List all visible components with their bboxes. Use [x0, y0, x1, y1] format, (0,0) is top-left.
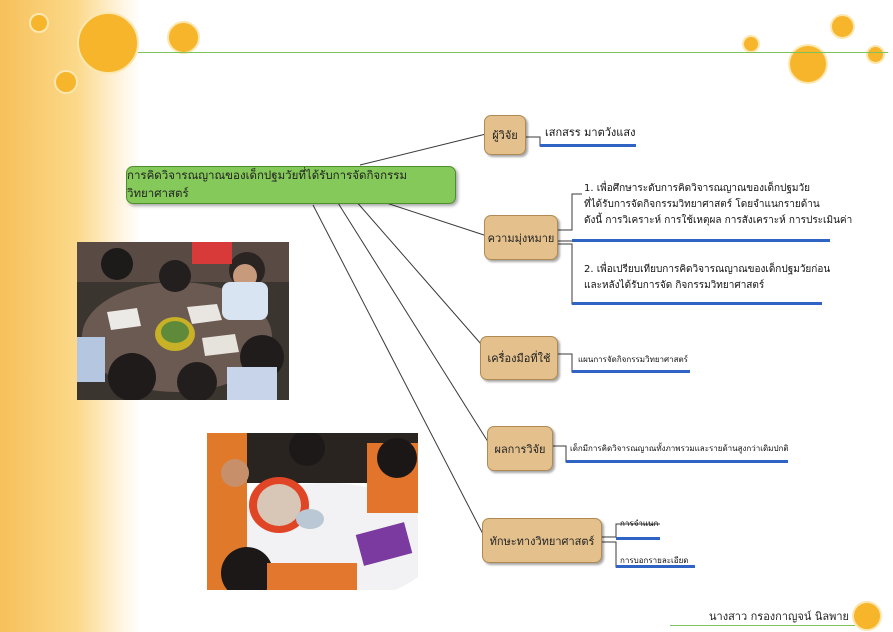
branch-node-objectives[interactable]: ความมุ่งหมาย [484, 215, 558, 260]
objective-2-line-1: 2. เพื่อเปรียบเทียบการคิดวิจารณญาณของเด็… [584, 264, 831, 275]
author-name: นางสาว กรองกาญจน์ นิลพาย [709, 610, 849, 623]
skill-describe: การบอกรายละเอียด [620, 556, 689, 565]
branch-node-researcher[interactable]: ผู้วิจัย [484, 115, 526, 155]
results-leaf: เด็กมีการคิดวิจารณญาณทั้งภาพรวมและรายด้า… [570, 444, 789, 453]
branch-node-tools[interactable]: เครื่องมือที่ใช้ [480, 336, 558, 380]
decor-circle [866, 45, 885, 64]
decor-circle [852, 601, 882, 631]
branch-node-results[interactable]: ผลการวิจัย [487, 426, 553, 471]
objective-2-line-2: และหลังได้รับการจัด กิจกรรมวิทยาศาสตร์ [584, 280, 765, 291]
underline [572, 239, 830, 242]
decor-circle [830, 14, 855, 39]
decor-circle [77, 12, 139, 74]
classroom-photo-1 [77, 242, 289, 400]
underline [566, 460, 788, 463]
objective-1-line-1: 1. เพื่อศึกษาระดับการคิดวิจารณญาณของเด็ก… [584, 183, 810, 194]
underline [572, 302, 822, 305]
bottom-divider-line [670, 625, 855, 626]
skill-classify: การจำแนก [620, 519, 659, 528]
main-topic-node[interactable]: การคิดวิจารณญาณของเด็กปฐมวัยที่ได้รับการ… [126, 166, 456, 204]
objective-1-line-3: ดังนี้ การวิเคราะห์ การใช้เหตุผล การสังเ… [584, 215, 853, 226]
underline [616, 565, 695, 568]
branch-node-skills[interactable]: ทักษะทางวิทยาศาสตร์ [482, 518, 602, 563]
underline [616, 537, 660, 540]
decor-circle [29, 13, 49, 33]
classroom-photo-2 [207, 433, 418, 590]
objective-1-line-2: ที่ได้รับการจัดกิจกรรมวิทยาศาสตร์ โดยจำแ… [584, 199, 820, 210]
researcher-name: เสกสรร มาตวังแสง [545, 126, 636, 139]
underline [572, 370, 690, 373]
tools-leaf: แผนการจัดกิจกรรมวิทยาศาสตร์ [578, 355, 688, 364]
decor-circle [167, 21, 200, 54]
top-divider-line [138, 52, 888, 53]
decor-circle [54, 70, 78, 94]
decor-circle [788, 44, 828, 84]
underline [540, 144, 636, 147]
